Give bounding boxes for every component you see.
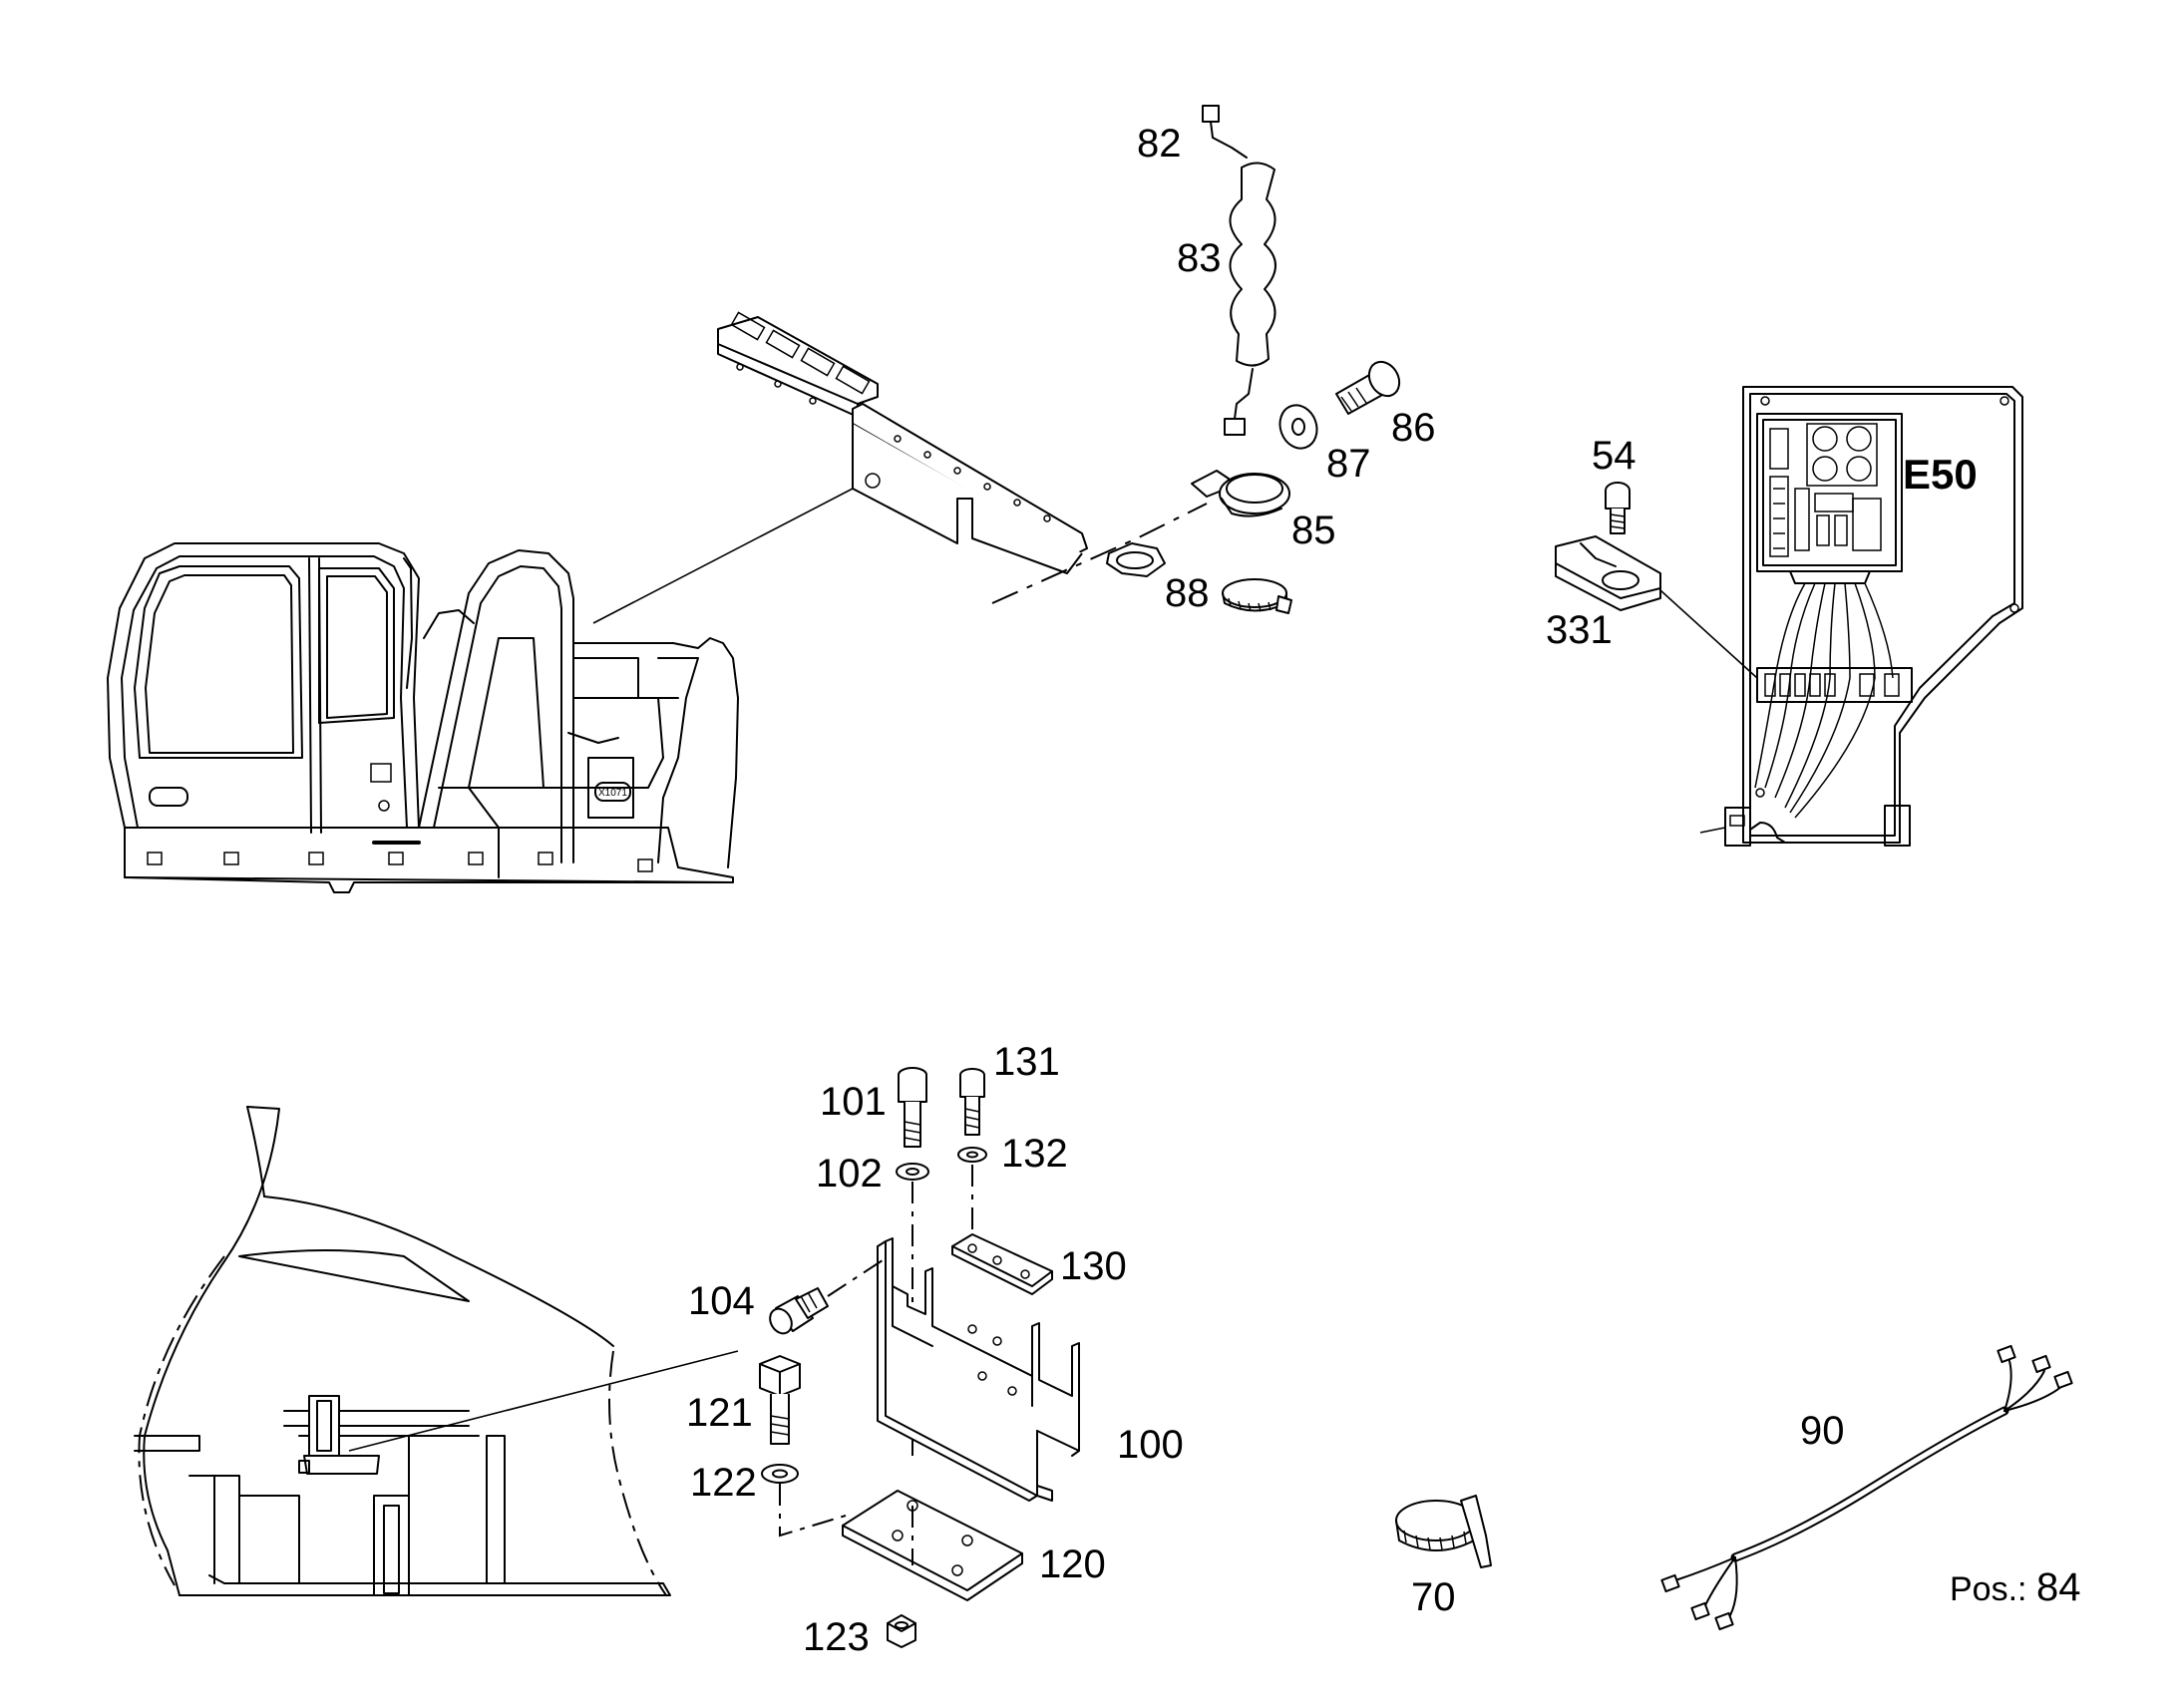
bolt-101 [898, 1067, 927, 1148]
part-label-88: 88 [1165, 571, 1210, 615]
machine-tag-label: X1071 [598, 788, 627, 799]
bracket-assembly: 101 131 102 132 130 104 121 100 122 120 … [686, 1040, 1184, 1659]
part-label-104: 104 [688, 1279, 755, 1323]
part-label-54: 54 [1592, 434, 1636, 478]
part-label-102: 102 [816, 1152, 883, 1196]
washer-122 [761, 1464, 799, 1484]
part-label-120: 120 [1039, 1542, 1106, 1586]
part-label-85: 85 [1291, 509, 1336, 552]
mounting-rail-assembly: 82 83 86 87 85 88 [717, 105, 1436, 615]
leader-line-bracket [348, 1350, 739, 1452]
e50-label: E50 [1903, 451, 1978, 498]
position-reference: Pos.: 84 [1950, 1565, 2081, 1609]
part-label-90: 90 [1800, 1409, 1845, 1453]
part-label-130: 130 [1060, 1244, 1127, 1288]
washer-102 [896, 1163, 929, 1181]
clamp-85 [1191, 470, 1290, 517]
position-prefix: Pos.: [1950, 1570, 2026, 1608]
part-label-101: 101 [820, 1080, 887, 1124]
part-label-122: 122 [690, 1461, 757, 1505]
part-label-83: 83 [1177, 236, 1222, 280]
leader-line-331 [1659, 589, 1758, 679]
part-label-331: 331 [1546, 608, 1613, 652]
e50-electrical-box: 54 331 E50 [1546, 386, 2023, 847]
screw-54 [1605, 482, 1631, 534]
part-label-131: 131 [993, 1040, 1060, 1084]
nut-123 [887, 1614, 916, 1648]
part-label-70: 70 [1411, 1575, 1456, 1619]
part-label-100: 100 [1117, 1423, 1184, 1467]
leader-line-rail [592, 488, 854, 624]
bolt-86 [1335, 360, 1401, 415]
washer-132 [957, 1147, 987, 1163]
excavator-cab-view: X1071 [107, 488, 854, 893]
position-value: 84 [2036, 1565, 2081, 1609]
part-label-87: 87 [1326, 442, 1371, 486]
screw-104 [769, 1287, 829, 1335]
connector-82 [1202, 105, 1248, 159]
bolt-121 [759, 1355, 801, 1445]
bracket-100 [877, 1237, 1080, 1502]
cutaway-boom-base-view [134, 1106, 739, 1596]
hose-clamp-88 [1222, 578, 1292, 614]
washer-87 [1278, 404, 1318, 450]
hose-clamp-70: 70 [1395, 1495, 1492, 1619]
part-label-82: 82 [1137, 122, 1182, 166]
part-label-86: 86 [1391, 406, 1436, 450]
plate-130 [951, 1233, 1053, 1295]
clip-331 [1555, 535, 1661, 611]
wiring-harness-90: 90 [1660, 1344, 2073, 1631]
plate-120 [842, 1490, 1023, 1601]
part-label-123: 123 [803, 1615, 870, 1659]
bolt-131 [959, 1068, 985, 1136]
part-label-121: 121 [686, 1391, 753, 1435]
part-label-132: 132 [1001, 1132, 1068, 1176]
cable-sleeve-83 [1224, 162, 1276, 436]
